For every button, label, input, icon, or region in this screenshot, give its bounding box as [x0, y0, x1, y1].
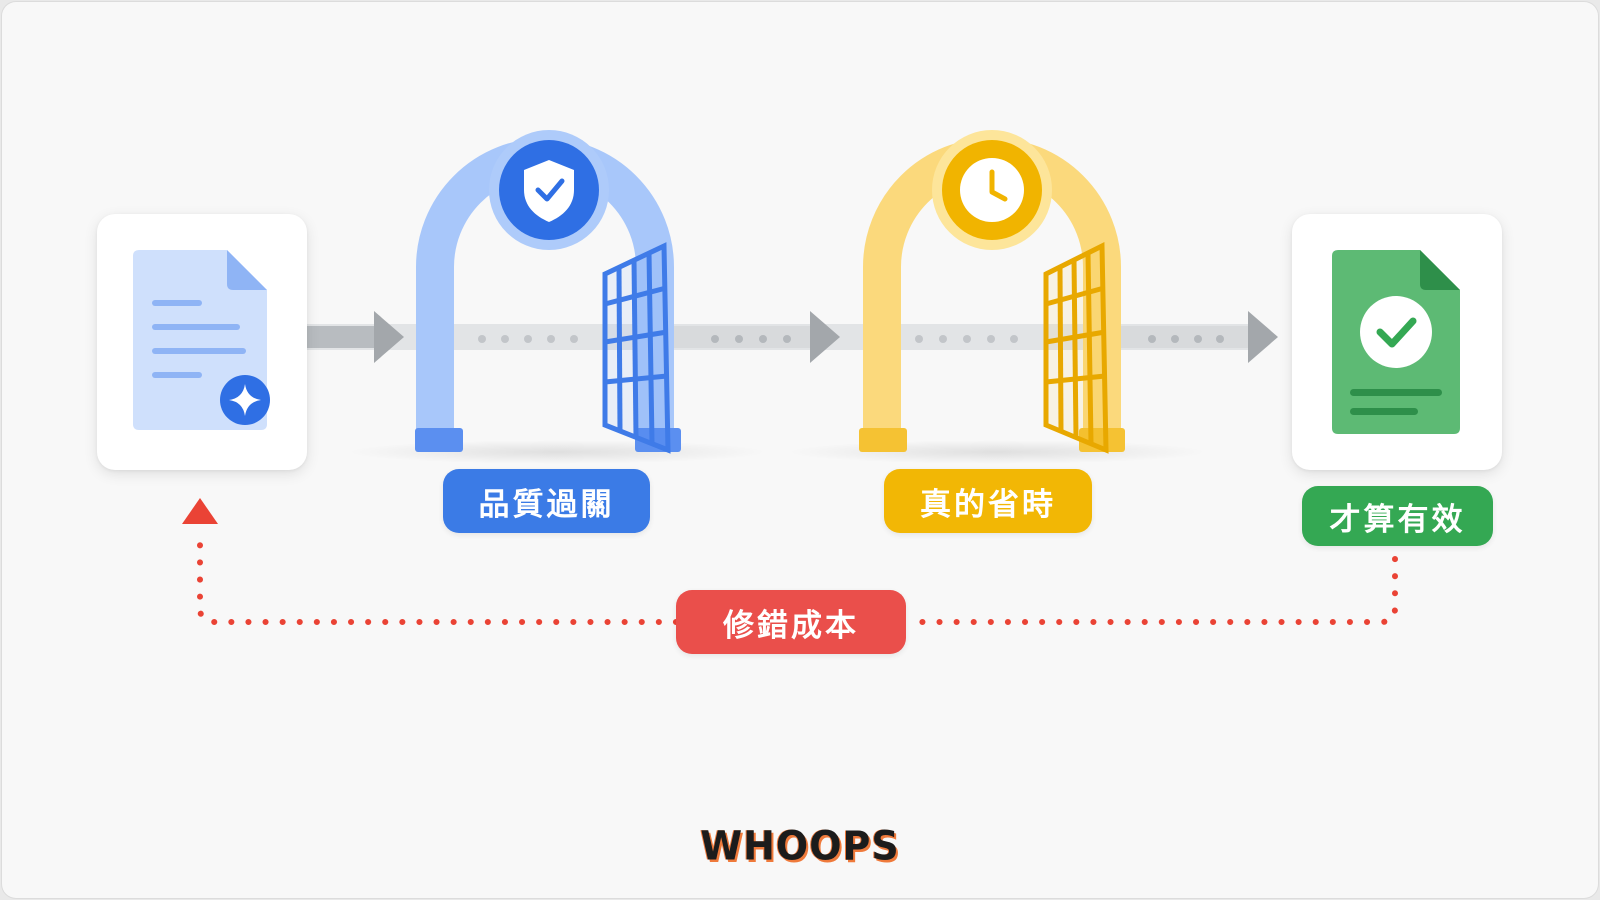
time-saving-label: 真的省時	[884, 469, 1092, 533]
quality-pass-label: 品質過關	[443, 469, 650, 533]
arrow-3	[1112, 311, 1278, 363]
document-check-icon	[1332, 250, 1460, 434]
draft-document-card	[97, 214, 307, 470]
document-sparkle-icon	[133, 250, 270, 430]
effective-label: 才算有效	[1302, 486, 1493, 546]
dot-trail-1	[478, 335, 578, 343]
feedback-arrowhead	[182, 498, 218, 524]
fix-cost-label: 修錯成本	[676, 590, 906, 654]
dot-trail-3	[915, 335, 1018, 343]
dot-trail-2	[711, 335, 791, 343]
time-gate-door	[1043, 241, 1109, 454]
time-gate	[859, 130, 1125, 454]
quality-gate-door	[602, 242, 671, 454]
arrow-1	[307, 311, 404, 363]
approved-document-card	[1292, 214, 1502, 470]
dot-trail-4	[1148, 335, 1224, 343]
clock-icon	[960, 158, 1024, 222]
feedback-loop	[182, 498, 1398, 625]
quality-gate	[415, 130, 681, 454]
arrow-2	[674, 311, 840, 363]
brand-wordmark: WHOOPS	[700, 822, 900, 870]
shield-check-icon	[524, 160, 574, 222]
